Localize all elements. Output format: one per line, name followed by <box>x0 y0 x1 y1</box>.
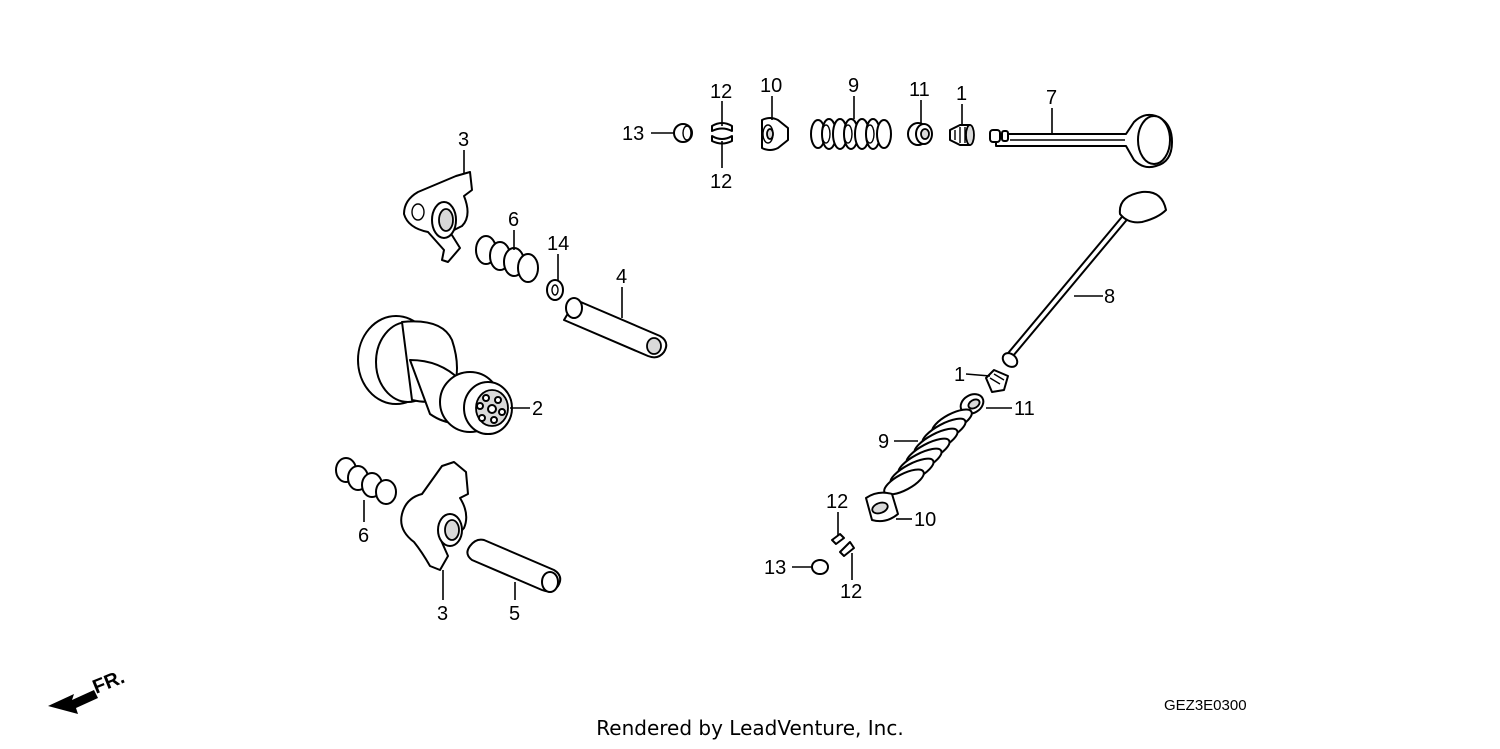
callout-3-lower: 3 <box>437 603 448 625</box>
callout-11-top: 11 <box>909 79 930 101</box>
valve-cotter-12-top[interactable] <box>711 122 733 145</box>
front-marker-label: FR. <box>90 666 128 698</box>
front-direction-marker: FR. <box>48 666 128 714</box>
callout-12-lower-a: 12 <box>826 491 848 513</box>
intake-valve-8[interactable] <box>1000 190 1167 370</box>
callout-13-top: 13 <box>622 123 644 145</box>
rocker-shaft-4[interactable] <box>563 297 668 359</box>
callout-4: 4 <box>616 266 627 288</box>
spring-retainer-10-lower[interactable] <box>865 491 899 523</box>
callout-13-lower: 13 <box>764 557 786 579</box>
stem-seal-1-lower[interactable] <box>985 369 1009 393</box>
callout-3-upper: 3 <box>458 129 469 151</box>
rocker-shaft-5[interactable] <box>466 538 562 593</box>
rocker-arm-3-lower[interactable] <box>400 461 469 571</box>
spring-6-lower[interactable] <box>335 457 397 505</box>
callout-11-lower: 11 <box>1014 398 1035 420</box>
callout-6-upper: 6 <box>508 209 519 231</box>
callout-labels: 13 12 12 10 9 11 1 7 3 6 14 4 8 1 11 2 9… <box>358 75 1115 625</box>
callout-12-top-a: 12 <box>710 81 732 103</box>
callout-1-lower: 1 <box>954 364 965 386</box>
callout-2: 2 <box>532 398 543 420</box>
valve-cotter-12-lower[interactable] <box>831 533 855 557</box>
cotter-13-top[interactable] <box>673 123 693 143</box>
camshaft-2[interactable] <box>357 315 513 435</box>
callout-10-lower: 10 <box>914 509 936 531</box>
rocker-arm-3-upper[interactable] <box>403 171 473 263</box>
callout-14: 14 <box>547 233 569 255</box>
callout-9-lower: 9 <box>878 431 889 453</box>
valve-spring-9-lower[interactable] <box>881 405 975 500</box>
leader-lines <box>363 96 1103 600</box>
render-credit: Rendered by LeadVenture, Inc. <box>596 716 904 740</box>
callout-6-lower: 6 <box>358 525 369 547</box>
cotter-13-lower[interactable] <box>811 559 829 575</box>
callout-10-top: 10 <box>760 75 782 97</box>
spring-6-upper[interactable] <box>475 235 539 283</box>
callout-5: 5 <box>509 603 520 625</box>
callout-12-lower-b: 12 <box>840 581 862 603</box>
callout-12-top-b: 12 <box>710 171 732 193</box>
callout-7: 7 <box>1046 87 1057 109</box>
callout-9-top: 9 <box>848 75 859 97</box>
exhaust-valve-7[interactable] <box>989 113 1173 169</box>
callout-1-top: 1 <box>956 83 967 105</box>
spring-retainer-10-top[interactable] <box>761 117 789 151</box>
valve-spring-9-top[interactable] <box>810 118 892 150</box>
stem-seal-1-top[interactable] <box>949 124 975 146</box>
washer-14[interactable] <box>546 279 564 301</box>
diagram-code: GEZ3E0300 <box>1164 697 1247 714</box>
callout-8: 8 <box>1104 286 1115 308</box>
spring-seat-11-top[interactable] <box>907 122 933 146</box>
